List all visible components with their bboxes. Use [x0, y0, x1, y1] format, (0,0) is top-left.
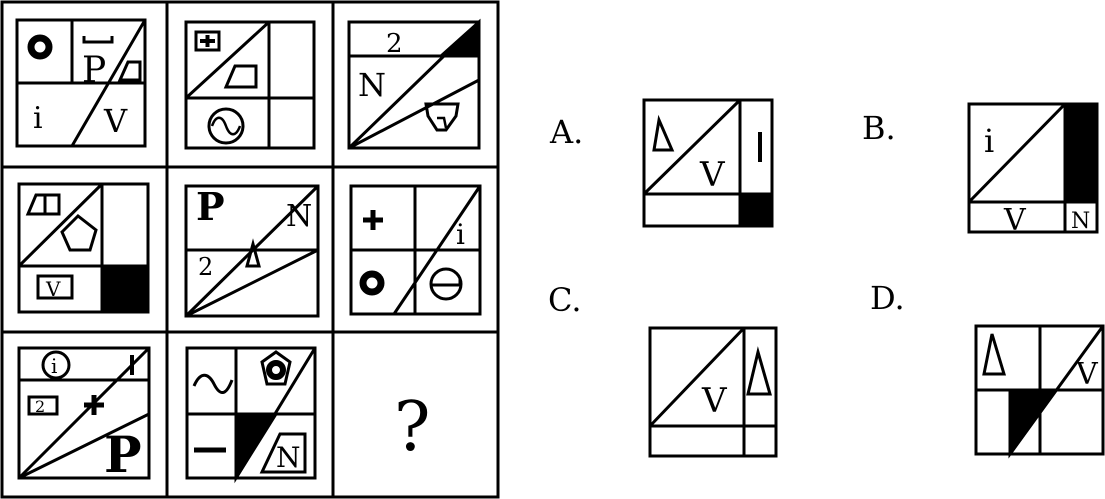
grid-cell-8 — [185, 346, 317, 484]
cell-7-digit: 2 — [35, 397, 45, 416]
option-b-label[interactable]: B. — [862, 109, 896, 147]
cell-4-letter-v: V — [45, 277, 61, 301]
triangle-frame-icon — [259, 432, 307, 474]
triangle-icon — [245, 238, 261, 268]
option-a-letter-v: V — [699, 155, 726, 195]
triangle-icon — [652, 114, 675, 152]
bracket-icon — [82, 36, 114, 44]
grid-cell-5 — [184, 184, 320, 318]
cell-5-letter-p: P — [196, 184, 225, 229]
cell-1-letter-v: V — [103, 102, 128, 140]
cell-6-letter-i: i — [456, 218, 465, 251]
pentagon-icon — [424, 102, 460, 132]
black-wedge — [1008, 388, 1059, 459]
black-square — [738, 192, 774, 228]
circle-letter-icon — [41, 350, 71, 380]
trapezoid-icon — [117, 60, 142, 82]
question-mark: ? — [394, 388, 430, 467]
trapezoid-icon — [223, 64, 258, 89]
ring-icon — [359, 270, 385, 296]
triangle-icon — [746, 346, 772, 396]
grid-cell-7 — [17, 346, 151, 480]
option-d-label[interactable]: D. — [870, 279, 905, 317]
option-c-figure — [648, 326, 778, 458]
option-b-letter-n: N — [1071, 209, 1090, 234]
option-d-letter-v: V — [1075, 357, 1099, 392]
square-plus-icon — [194, 30, 221, 52]
grid-cell-6 — [349, 184, 482, 316]
cell-7-letter-p: P — [104, 425, 142, 484]
grid-cell-3 — [347, 18, 481, 150]
black-square — [100, 264, 150, 314]
option-c-letter-v: V — [701, 381, 728, 421]
ring-icon — [27, 34, 53, 60]
framed-digit-box — [27, 395, 59, 416]
framed-letter-box — [36, 274, 74, 300]
option-b-letter-v: V — [1003, 203, 1027, 238]
pentagon-icon — [60, 214, 98, 252]
cell-1-letter-i: i — [33, 101, 43, 136]
grid-cell-2 — [184, 20, 316, 150]
grid-cell-1 — [15, 18, 147, 148]
cell-7-letter-i: i — [51, 354, 57, 378]
trapezoid-icon — [25, 193, 61, 216]
option-d-figure — [974, 324, 1105, 459]
grid-cell-4 — [17, 182, 150, 314]
cell-3-digit: 2 — [386, 29, 403, 59]
cell-8-letter-n: N — [276, 441, 301, 474]
wave-icon — [192, 373, 234, 394]
option-a-label[interactable]: A. — [549, 113, 583, 151]
triangle-icon — [982, 333, 1007, 376]
black-bar — [1063, 102, 1099, 204]
plus-icon — [363, 210, 383, 230]
cell-5-digit: 2 — [198, 253, 213, 281]
cell-5-letter-n: N — [286, 199, 312, 234]
option-a-figure — [642, 98, 774, 228]
wave-circle-icon — [207, 107, 245, 145]
option-b-figure — [967, 102, 1099, 234]
grid-frame — [0, 0, 500, 499]
pentagon-ring-icon — [260, 350, 292, 386]
option-b-letter-i: i — [984, 122, 994, 160]
cell-1-letter-p: P — [82, 50, 106, 91]
black-corner — [437, 18, 481, 58]
plus-icon — [84, 395, 104, 415]
black-triangle — [234, 412, 279, 484]
cell-3-letter-n: N — [358, 66, 386, 104]
option-c-label[interactable]: C. — [548, 281, 582, 319]
